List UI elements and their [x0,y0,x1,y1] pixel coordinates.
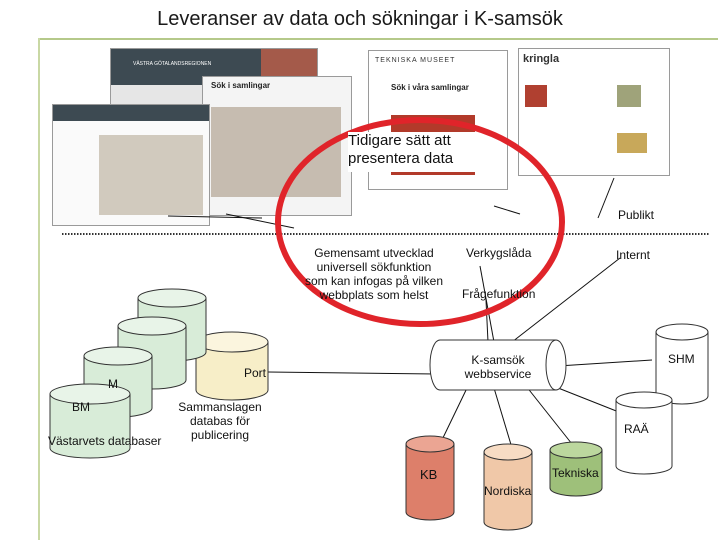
left-accent-bar [38,38,40,540]
fragefunktion-label: Frågefunktion [462,287,536,301]
connector-nordiska [493,387,513,449]
callout-previous-presentation: Tidigare sätt att presentera data [348,132,478,172]
gemensamt-label: Gemensamt utvecklad universell sökfunkti… [300,246,448,302]
callout-line-1: Tidigare sätt att [348,132,451,149]
ksamsok-line-1: K-samsök [471,353,525,367]
tekniska-header: TEKNISKA MUSEET [375,57,456,64]
front-header-band [53,105,209,121]
vastarvet-screenshot-front [52,104,210,226]
verkygslada-label: Verkygslåda [466,246,532,260]
vastarvet-logo: VÄSTRA GÖTALANDSREGIONEN [133,61,212,67]
vastarvet-cylinder-1 [49,383,131,459]
m-label: M [108,377,118,391]
internt-label: Internt [616,248,651,262]
sammanslagen-label: Sammanslagen databas för publicering [170,400,270,442]
raa-cylinder [615,391,673,475]
connector-tekniska-db [525,385,573,445]
highlight-ring [275,117,565,327]
ksamsok-label: K-samsök webbservice [448,353,548,381]
shm-label: SHM [668,352,695,366]
connector-ksamsok-fraga [485,299,489,343]
kringla-thumb-2 [617,85,641,107]
tekniska-search-heading: Sök i våra samlingar [391,83,469,92]
gemensamt-line-4: webbplats som helst [319,288,429,302]
title-divider [38,38,718,40]
connector-ksamsok-interface [511,257,621,343]
sammanslagen-line-2: databas för [189,414,251,428]
sammanslagen-line-3: publicering [190,428,250,442]
tekniska-label: Tekniska [552,466,599,480]
publikt-label: Publikt [618,208,655,222]
kb-label: KB [420,467,438,482]
kringla-thumb-3 [617,133,647,153]
sammanslagen-line-1: Sammanslagen [178,400,262,414]
raa-label: RAÄ [624,422,649,436]
kringla-screenshot: kringla [518,48,670,176]
page-title: Leveranser av data och sökningar i K-sam… [157,8,563,30]
kb-cylinder [405,435,455,521]
tekniska-cylinder [549,441,603,497]
callout-line-2: presentera data [348,150,454,167]
vastarvet-label: Västarvets databaser [48,434,162,448]
connector-tekniska [493,205,521,215]
bm-label: BM [72,400,90,414]
connector-port [267,371,437,375]
gemensamt-line-1: Gemensamt utvecklad [314,246,434,260]
sammanslagen-cylinder [195,331,269,401]
ksamsok-line-2: webbservice [464,367,532,381]
kringla-thumb-1 [525,85,547,107]
gemensamt-line-3: som kan infogas på vilken [304,274,444,288]
kringla-logo: kringla [523,53,560,65]
connector-mid-shot [225,213,295,229]
connector-shm [557,359,653,367]
connector-kringla [597,177,615,219]
connector-kb [439,385,469,445]
shm-cylinder [655,323,709,405]
ksamsok-cylinder [429,339,567,391]
connector-back-shot [167,215,263,219]
sok-heading: Sök i samlingar [211,81,271,90]
port-label: Port [244,366,267,380]
gemensamt-line-2: universell sökfunktion [316,260,432,274]
nordiska-label: Nordiska [484,484,532,498]
thumbnail-grid [99,135,203,215]
nordiska-cylinder [483,443,533,531]
connector-ksamsok-verktyg [479,265,495,343]
